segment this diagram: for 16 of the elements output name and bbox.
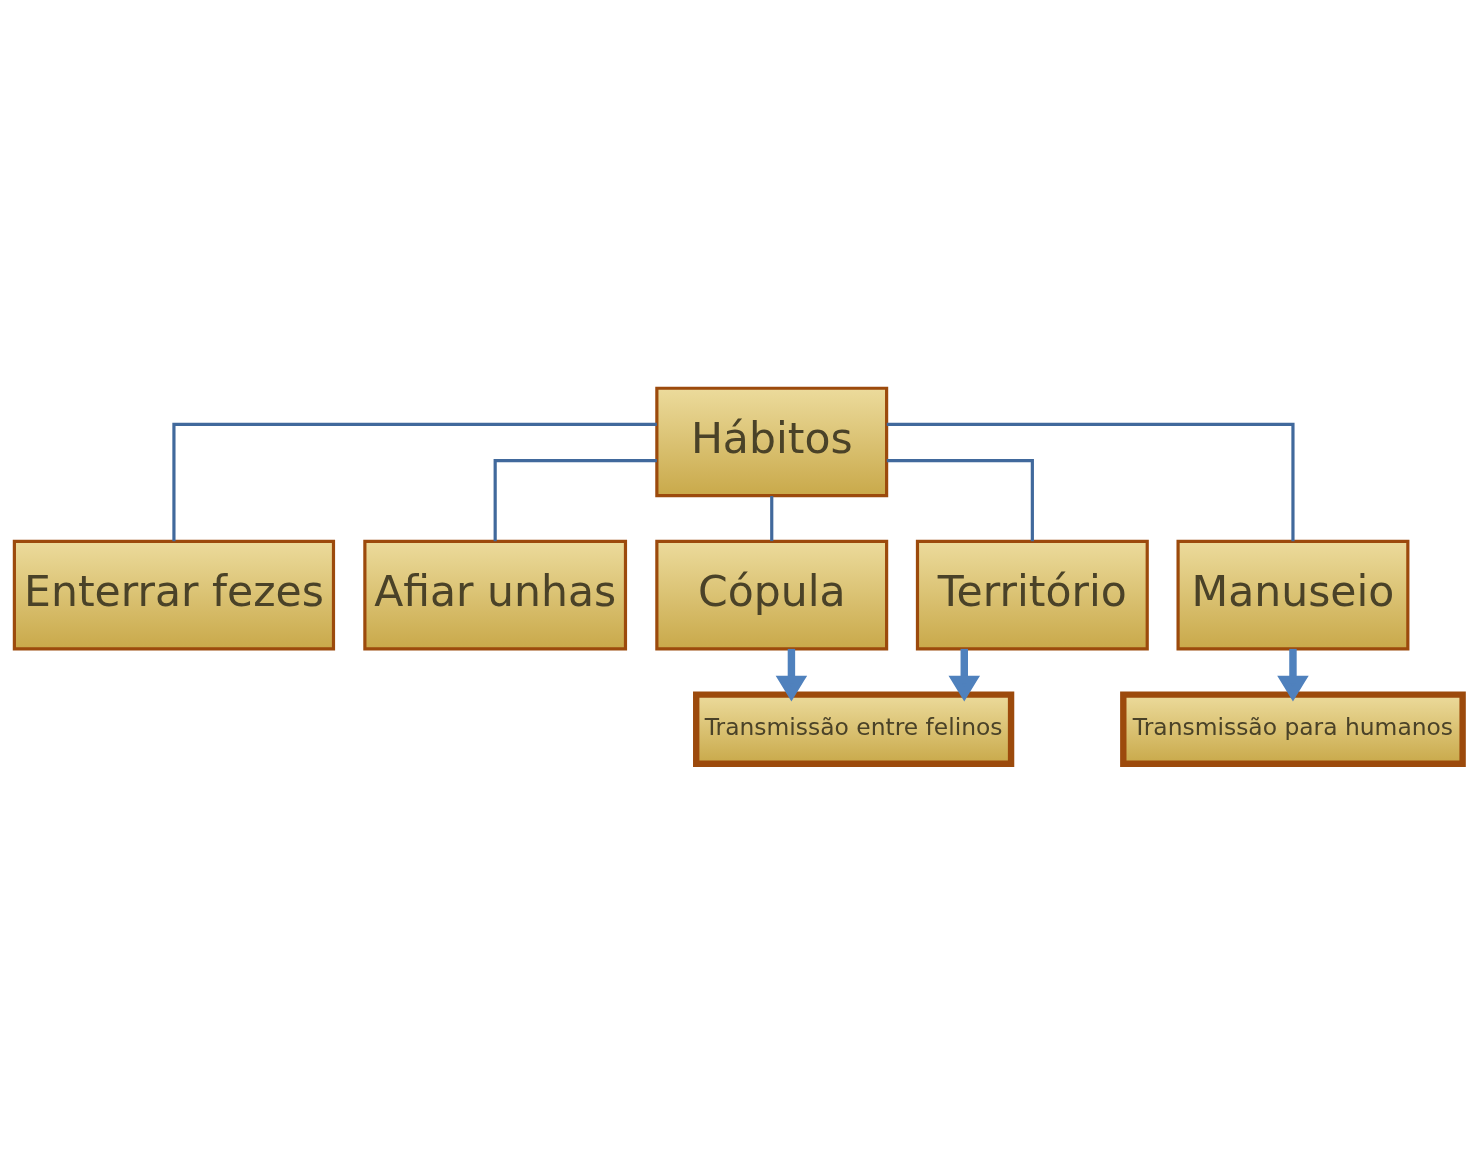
arrow <box>775 648 807 701</box>
node-box: Transmissão para humanos <box>1119 690 1466 767</box>
connector <box>886 422 1295 541</box>
node-box: Hábitos <box>654 386 888 497</box>
node-box: Transmissão entre felinos <box>692 690 1014 767</box>
connector <box>171 422 657 541</box>
node-box: Afiar unhas <box>362 539 627 650</box>
node-box: Enterrar fezes <box>12 539 335 650</box>
arrow <box>1276 648 1309 701</box>
node-box: Território <box>915 539 1149 650</box>
node-box: Manuseio <box>1176 539 1409 650</box>
connector <box>493 458 657 541</box>
connector <box>769 495 773 541</box>
arrow <box>948 648 980 701</box>
node-box: Cópula <box>654 539 888 650</box>
connector <box>886 458 1034 541</box>
